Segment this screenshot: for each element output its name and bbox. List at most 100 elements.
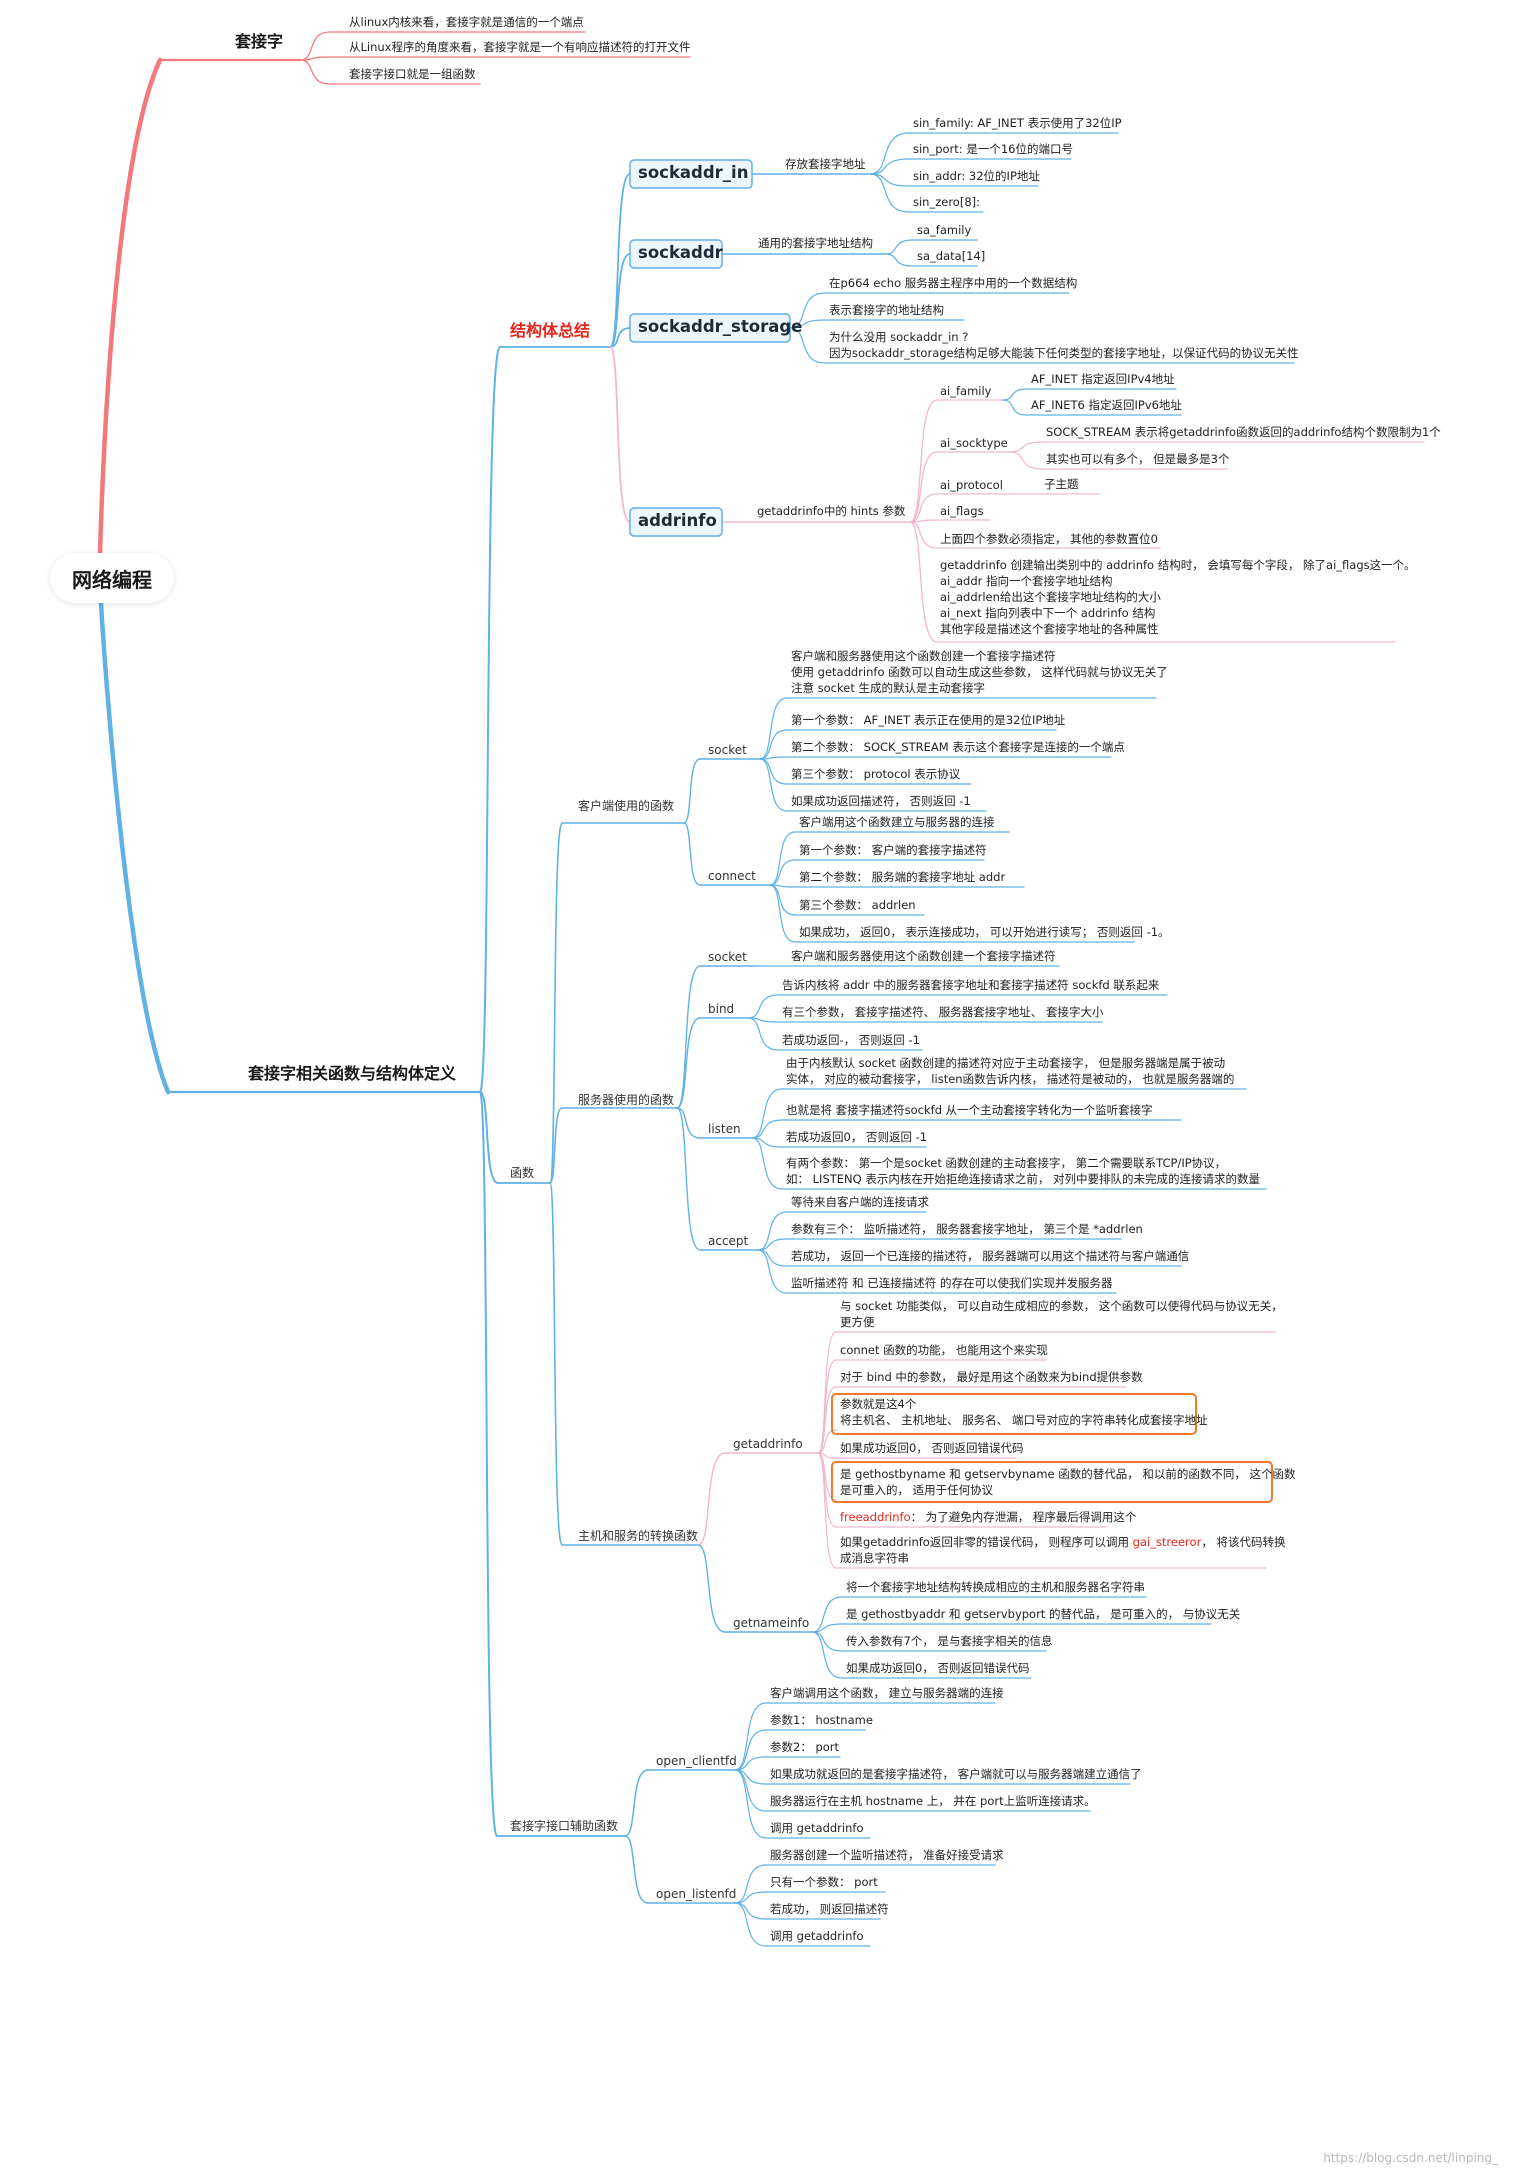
highlight-box — [831, 1461, 1273, 1503]
fn-label-open-clientfd[interactable]: open_clientfd — [656, 1754, 737, 1768]
fn-label-socket[interactable]: socket — [708, 950, 747, 964]
getaddrinfo-item: connet 函数的功能， 也能用这个来实现 — [840, 1343, 1048, 1357]
fn-item-connect: 客户端用这个函数建立与服务器的连接 — [799, 815, 995, 829]
group-label[interactable]: 服务器使用的函数 — [578, 1093, 675, 1107]
trunk-socket — [97, 57, 163, 556]
ai-socktype-item: SOCK_STREAM 表示将getaddrinfo函数返回的addrinfo结… — [1046, 425, 1441, 439]
ai-socktype-item: 其实也可以有多个， 但是最多是3个 — [1046, 452, 1230, 466]
fn-item-accept: 监听描述符 和 已连接描述符 的存在可以使我们实现并发服务器 — [791, 1276, 1113, 1290]
struct-box-sockaddr — [629, 239, 723, 269]
struct-box-label-addrinfo[interactable]: addrinfo — [638, 511, 717, 530]
fn-label-getnameinfo[interactable]: getnameinfo — [733, 1616, 810, 1630]
sockaddr-in-field: sin_port: 是一个16位的端口号 — [913, 142, 1073, 156]
fn-link — [683, 822, 701, 886]
sockaddr-field: sa_data[14] — [917, 249, 986, 263]
ga-link — [817, 1386, 837, 1454]
sockaddr-desc: 通用的套接字地址结构 — [758, 236, 873, 250]
root-node[interactable]: 网络编程 — [50, 553, 174, 603]
root-label: 网络编程 — [72, 567, 152, 592]
fn-item-socket: 客户端和服务器使用这个函数创建一个套接字描述符 — [791, 949, 1056, 963]
fn-label-connect[interactable]: connect — [708, 869, 756, 883]
struct-box-label-sockaddr_in[interactable]: sockaddr_in — [638, 163, 749, 182]
text-line: ai_addr 指向一个套接字地址结构 — [940, 574, 1113, 588]
socket-leaf: 从linux内核来看，套接字就是通信的一个端点 — [349, 15, 584, 29]
fn-label-socket[interactable]: socket — [708, 743, 747, 757]
gai-streeror-keyword: gai_streeror — [1132, 1535, 1202, 1549]
text-line: 因为sockaddr_storage结构足够大能装下任何类型的套接字地址，以保证… — [829, 346, 1299, 360]
open-clientfd-item-link — [734, 1769, 767, 1839]
freeaddrinfo-keyword: freeaddrinfo — [840, 1510, 911, 1524]
open-clientfd-item: 如果成功就返回的是套接字描述符， 客户端就可以与服务器端建立通信了 — [770, 1767, 1142, 1781]
ai-flags-label: ai_flags — [940, 504, 984, 518]
getaddrinfo-item: 与 socket 功能类似， 可以自动生成相应的参数， 这个函数可以使得代码与协… — [840, 1298, 1283, 1330]
box-link — [609, 173, 631, 348]
text-line: 如： LISTENQ 表示内核在开始拒绝连接请求之前， 对列中要排队的未完成的连… — [786, 1172, 1261, 1186]
ai-link — [909, 451, 938, 523]
fn-item-listen: 有两个参数： 第一个是socket 函数创建的主动套接字， 第二个需要联系TCP… — [786, 1155, 1260, 1187]
socket-link — [299, 31, 331, 61]
branch-socket-label[interactable]: 套接字 — [235, 32, 284, 51]
socket-leaf: 从Linux程序的角度来看，套接字就是一个有响应描述符的打开文件 — [349, 40, 691, 54]
fn-item-connect-link — [769, 859, 796, 886]
fn-item-connect: 如果成功， 返回0， 表示连接成功， 可以开始进行读写； 否则返回 -1。 — [799, 925, 1170, 939]
getaddrinfo-item: 是 gethostbyname 和 getservbyname 函数的替代品， … — [840, 1466, 1296, 1498]
fn-item-socket-link — [759, 758, 788, 812]
text-line: 参数就是这4个 — [840, 1397, 917, 1411]
open-clientfd-item-link — [734, 1729, 767, 1771]
text-line: 客户端和服务器使用这个函数创建一个套接字描述符 — [791, 649, 1056, 663]
helper-label[interactable]: 套接字接口辅助函数 — [510, 1819, 619, 1833]
fn-item-listen: 若成功返回0， 否则返回 -1 — [786, 1130, 928, 1144]
group-label[interactable]: 客户端使用的函数 — [578, 799, 675, 813]
branch-defs-label[interactable]: 套接字相关函数与结构体定义 — [248, 1064, 457, 1083]
text-line: 是可重入的， 适用于任何协议 — [840, 1483, 994, 1497]
socket-leaf: 套接字接口就是一组函数 — [349, 67, 476, 81]
group-label[interactable]: 主机和服务的转换函数 — [578, 1529, 699, 1543]
ai-socktype-label: ai_socktype — [940, 436, 1008, 450]
functions-label[interactable]: 函数 — [510, 1166, 535, 1180]
text-line: 是 gethostbyname 和 getservbyname 函数的替代品， … — [840, 1467, 1296, 1481]
fn-item-accept: 若成功， 返回一个已连接的描述符， 服务器端可以用这个描述符与客户端通信 — [791, 1249, 1190, 1263]
open-clientfd-item: 参数2： port — [770, 1740, 840, 1754]
text-line: 与 socket 功能类似， 可以自动生成相应的参数， 这个函数可以使得代码与协… — [840, 1299, 1283, 1313]
watermark: https://blog.csdn.net/linping_ — [1323, 2151, 1498, 2165]
getnameinfo-item-link — [811, 1631, 843, 1679]
fn-item-listen-link — [751, 1119, 783, 1139]
fn-label-accept[interactable]: accept — [708, 1234, 749, 1248]
fn-item-connect: 第二个参数： 服务端的套接字地址 addr — [799, 870, 1006, 884]
group-link — [549, 822, 563, 1184]
fn-item-connect: 第三个参数： addrlen — [799, 898, 916, 912]
ai-link — [909, 399, 938, 523]
fn-item-socket: 客户端和服务器使用这个函数创建一个套接字描述符使用 getaddrinfo 函数… — [791, 648, 1168, 696]
open-clientfd-item-link — [734, 1702, 767, 1771]
sockaddr-in-field-link — [869, 132, 910, 175]
fn-label-open-listenfd[interactable]: open_listenfd — [656, 1887, 737, 1901]
struct-summary-label[interactable]: 结构体总结 — [510, 321, 591, 340]
struct-box-label-sockaddr[interactable]: sockaddr — [638, 243, 723, 262]
sockaddr-field-link — [884, 239, 914, 255]
getnameinfo-item: 传入参数有7个， 是与套接字相关的信息 — [846, 1634, 1053, 1648]
fn-item-listen-link — [751, 1137, 783, 1190]
fn-label-bind[interactable]: bind — [708, 1002, 735, 1016]
fn-item-socket: 第三个参数： protocol 表示协议 — [791, 767, 961, 781]
struct-box-label-sockaddr_storage[interactable]: sockaddr_storage — [638, 317, 803, 336]
storage-item-link — [789, 292, 826, 329]
sockaddr-field-link — [884, 253, 914, 267]
struct-box-sockaddr_in — [629, 159, 753, 189]
storage-item: 表示套接字的地址结构 — [829, 303, 944, 317]
group-link — [549, 1107, 563, 1184]
fn-link — [676, 1107, 701, 1251]
text-line: 为什么没用 sockaddr_in ? — [829, 330, 969, 344]
sockaddr-in-field-link — [869, 173, 910, 213]
fn-item-bind-link — [747, 1017, 779, 1051]
open-listenfd-item: 只有一个参数： port — [770, 1875, 878, 1889]
struct-box-sockaddr_storage — [629, 313, 791, 343]
fn-item-listen: 也就是将 套接字描述符sockfd 从一个主动套接字转化为一个监听套接字 — [786, 1103, 1153, 1117]
fn-label-getaddrinfo[interactable]: getaddrinfo — [733, 1437, 803, 1451]
storage-item: 在p664 echo 服务器主程序中用的一个数据结构 — [829, 276, 1078, 290]
fn-label-listen[interactable]: listen — [708, 1122, 741, 1136]
fn-item-bind: 告诉内核将 addr 中的服务器套接字地址和套接字描述符 sockfd 联系起来 — [782, 978, 1160, 992]
fn-item-accept-link — [757, 1211, 788, 1251]
